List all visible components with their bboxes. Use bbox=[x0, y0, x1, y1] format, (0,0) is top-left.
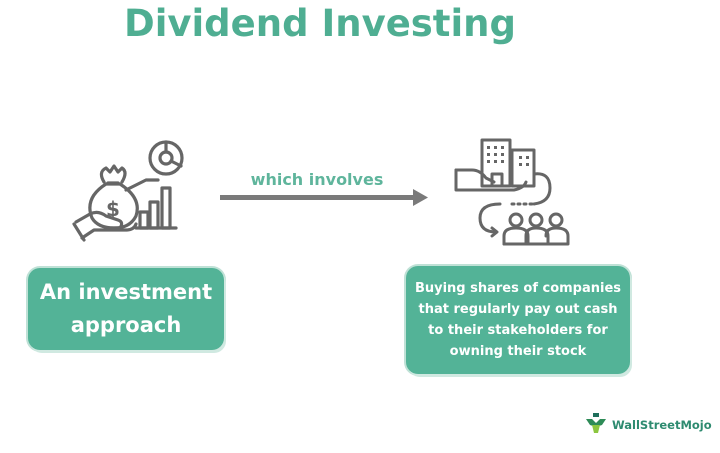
connector-label: which involves bbox=[250, 170, 384, 189]
brand-logo: WallStreetMojo bbox=[584, 413, 712, 437]
buildings-hand-people-icon bbox=[450, 132, 570, 250]
money-bag-hand-chart-icon: $ bbox=[70, 130, 190, 245]
arrow-right-icon bbox=[220, 188, 430, 208]
wallstreetmojo-logo-icon bbox=[584, 413, 608, 437]
box-line: approach bbox=[70, 313, 182, 337]
box-line: An investment bbox=[39, 280, 213, 304]
investment-approach-box: An investment approach bbox=[28, 268, 224, 350]
box-line: that regularly pay out cash bbox=[418, 302, 618, 317]
definition-box: Buying shares of companies that regularl… bbox=[406, 266, 630, 374]
brand-name: WallStreetMojo bbox=[612, 418, 712, 432]
box-line: to their stakeholders for bbox=[428, 323, 608, 338]
svg-text:$: $ bbox=[106, 197, 120, 221]
box-line: owning their stock bbox=[449, 344, 587, 359]
box-line: Buying shares of companies bbox=[414, 281, 622, 296]
diagram-title: Dividend Investing bbox=[123, 2, 517, 45]
